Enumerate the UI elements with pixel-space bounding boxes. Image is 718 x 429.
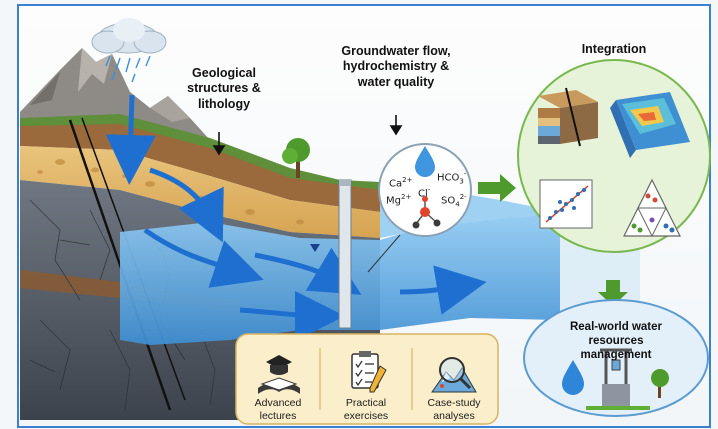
- graduation-book-icon: [258, 355, 300, 394]
- geology-title: Geological structures & lithology: [187, 66, 261, 111]
- tree-icon: [282, 138, 310, 178]
- rain-cloud-icon: [91, 18, 167, 83]
- flow-arrows: [105, 94, 487, 341]
- ion-magnesium: Mg2+: [386, 193, 412, 207]
- contour-map-icon: [610, 92, 690, 158]
- monitoring-well-icon: [310, 179, 352, 329]
- management-panel: [523, 299, 709, 417]
- scatter-plot-icon: [539, 179, 593, 229]
- water-well-icon: [600, 348, 632, 406]
- magnifier-mountain-icon: [431, 357, 477, 393]
- integration-panel: [517, 59, 711, 253]
- integration-title: Integration: [581, 42, 647, 56]
- card-label-case-studies: Case-study analyses: [427, 397, 481, 422]
- ion-calcium: Ca2+: [389, 176, 413, 190]
- ion-bicarbonate: HCO3-: [437, 170, 467, 186]
- card-label-exercises: Practical exercises: [343, 397, 389, 422]
- ternary-diagram-icon: [623, 178, 681, 238]
- groundwater-title: Groundwater flow, hydrochemistry & water…: [341, 44, 451, 89]
- management-title: Real-world water resources management: [569, 321, 663, 362]
- green-arrows: [478, 174, 628, 306]
- ion-sulfate: SO42-: [441, 193, 467, 209]
- ion-chloride: Cl-: [418, 186, 431, 200]
- label-pointers: [212, 115, 403, 156]
- checklist-pencil-icon: [351, 351, 387, 393]
- small-tree-icon: [651, 369, 669, 398]
- molecule-icon: [412, 196, 441, 229]
- card-label-lectures: Advanced lectures: [254, 397, 302, 422]
- geology-block-icon: [538, 87, 598, 147]
- hydrochemistry-bubble: [367, 143, 472, 273]
- water-table-marker: [310, 244, 320, 252]
- water-drop-icon: [415, 146, 435, 177]
- water-drop-icon-large: [562, 360, 584, 395]
